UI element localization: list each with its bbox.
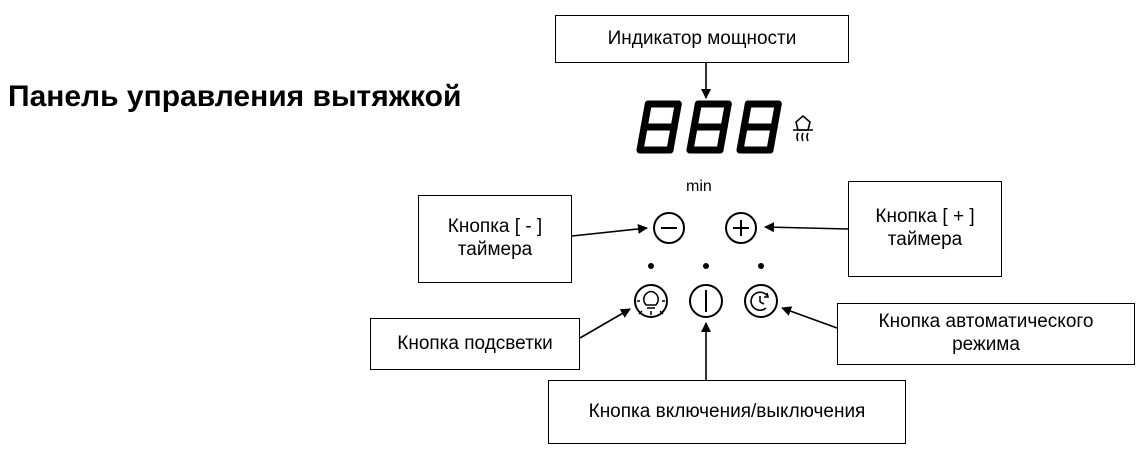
lamp-icon <box>637 290 665 315</box>
callout-light-button: Кнопка подсветки <box>370 318 580 370</box>
arrow-auto <box>781 306 838 329</box>
arrow-light <box>579 308 631 339</box>
timer-plus-button[interactable] <box>725 212 757 244</box>
callout-timer-plus: Кнопка [ + ] таймера <box>848 181 1002 277</box>
light-button[interactable] <box>634 284 668 318</box>
display-digit <box>636 100 682 154</box>
digit-segment <box>640 100 652 131</box>
digit-segment <box>740 100 752 131</box>
clock-auto-icon <box>750 291 770 311</box>
display-digit <box>686 100 732 154</box>
digit-segment <box>720 100 732 131</box>
callout-timer-minus: Кнопка [ - ] таймера <box>418 195 572 283</box>
auto-mode-button[interactable] <box>744 284 778 318</box>
plus-circle-icon <box>733 220 749 236</box>
digit-segment <box>636 123 648 154</box>
callout-onoff-button: Кнопка включения/выключения <box>548 380 906 444</box>
callout-arrows <box>571 63 849 380</box>
display-digit <box>736 100 782 154</box>
digit-segment <box>736 123 748 154</box>
digit-segment <box>666 123 678 154</box>
digit-segment <box>686 123 698 154</box>
digit-segment <box>766 123 778 154</box>
digit-segment <box>770 100 782 131</box>
indicator-dots <box>648 263 764 269</box>
onoff-button[interactable] <box>689 284 723 318</box>
digit-segment <box>690 100 702 131</box>
seven-segment-display <box>636 100 782 154</box>
page-title: Панель управления вытяжкой <box>8 80 462 113</box>
callout-power-indicator: Индикатор мощности <box>555 15 849 63</box>
fan-hood-icon <box>793 114 813 142</box>
arrow-timer-plus <box>764 222 849 233</box>
digit-segment <box>670 100 682 131</box>
callout-auto-mode-button: Кнопка автоматического режима <box>837 303 1135 365</box>
arrow-timer-minus <box>571 223 648 237</box>
digit-segment <box>716 123 728 154</box>
timer-unit-label: min <box>686 178 712 195</box>
timer-minus-button[interactable] <box>653 212 685 244</box>
